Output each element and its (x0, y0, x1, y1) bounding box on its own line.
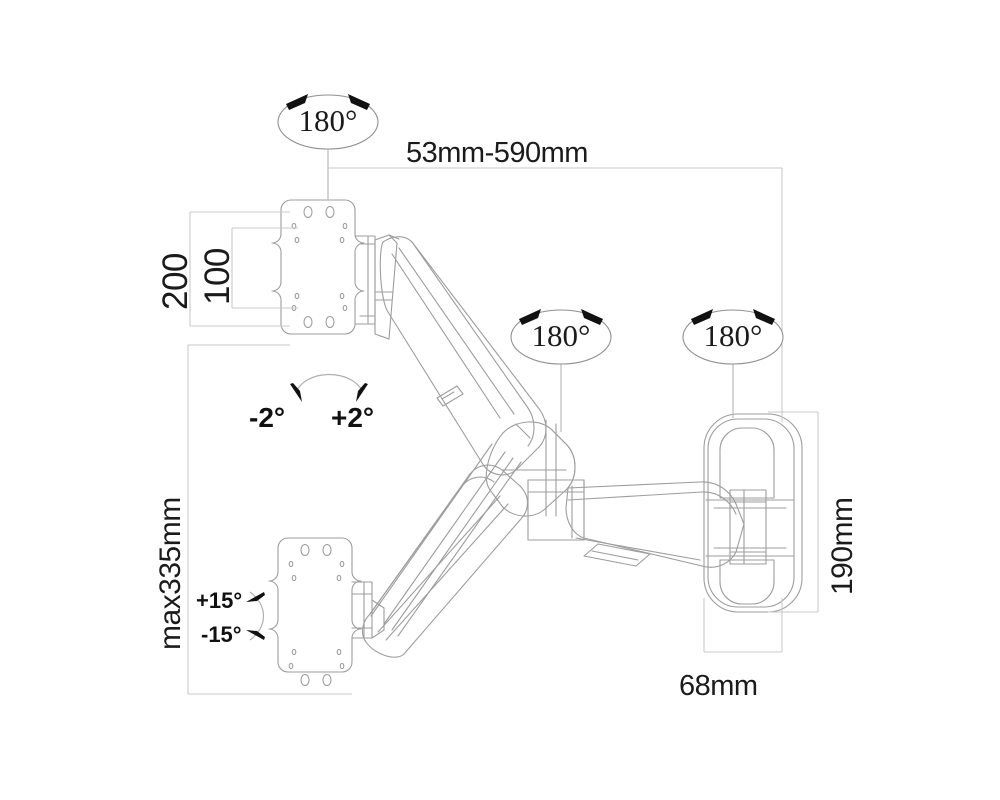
badge-ellipse-top-vesa (277, 94, 379, 150)
badge-arrowheads (286, 94, 775, 325)
wall-pivot (729, 489, 767, 565)
dim-label-max-height: max335mm (154, 497, 187, 650)
dim-label-reach: 53mm-590mm (406, 137, 588, 169)
tilt-arrowheads (246, 592, 265, 640)
lower-arm (361, 464, 529, 658)
dim-label-wall-plate-height: 190mm (826, 497, 859, 595)
dim-label-wall-plate-width: 68mm (679, 670, 758, 702)
elbow-joint (485, 419, 576, 517)
dim-label-vesa-outer: 200 (156, 253, 195, 310)
angle-label-swivel-minus: -2° (249, 402, 286, 433)
angle-label-tilt-minus: -15° (201, 622, 242, 647)
tilt-arc (249, 591, 264, 641)
angle-label-tilt-plus: +15° (196, 588, 243, 613)
badge-ellipse-wall (682, 309, 784, 365)
swivel-arc (295, 373, 363, 393)
bottom-vesa-plate (268, 537, 385, 687)
badge-ellipse-elbow (510, 309, 612, 365)
badge-label-top-vesa: 180° (298, 103, 358, 138)
swivel-arrowheads (290, 383, 368, 402)
dim-label-vesa-inner: 100 (198, 248, 237, 305)
badge-label-elbow: 180° (531, 318, 591, 353)
angle-label-swivel-plus: +2° (331, 402, 375, 433)
badge-label-wall: 180° (703, 318, 763, 353)
elbow-housing (527, 479, 585, 541)
